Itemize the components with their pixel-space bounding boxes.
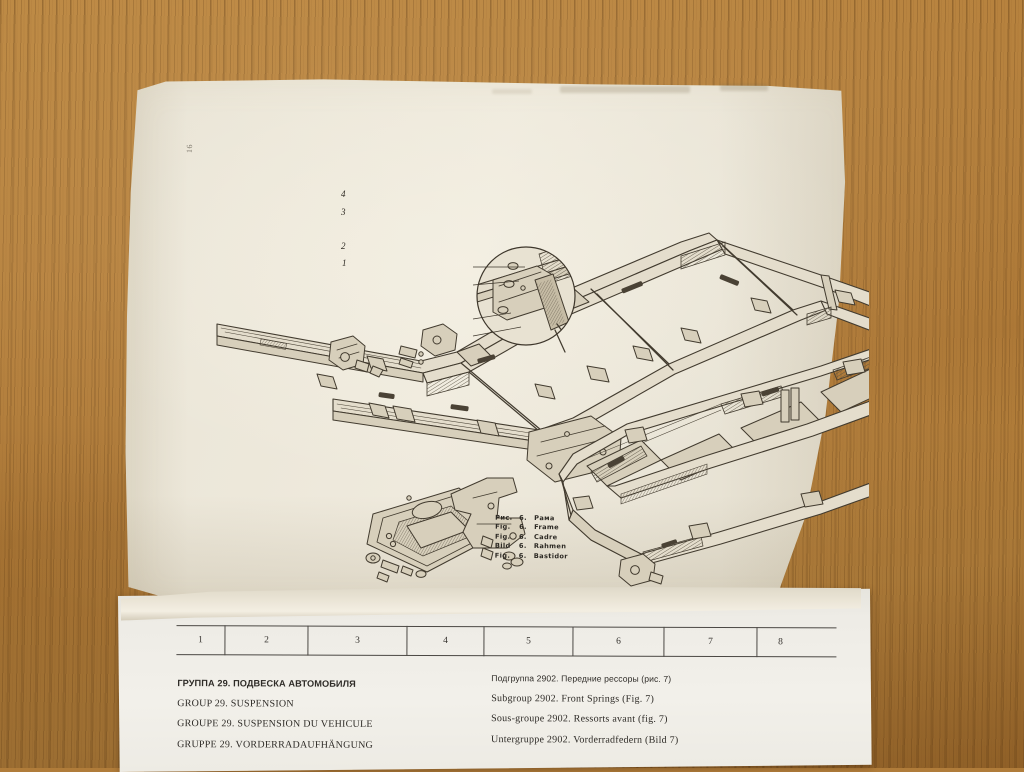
caption-figure-number: 6. xyxy=(518,542,527,551)
table-column-header: 7 xyxy=(664,626,758,658)
fastener-cluster-right xyxy=(480,535,524,570)
caption-title: Rahmen xyxy=(533,542,567,551)
caption-line: Fig. 6. Bastidor xyxy=(495,551,568,561)
upper-frame-assembly xyxy=(216,232,869,483)
caption-figure-number: 6. xyxy=(519,523,527,532)
callout-leaders xyxy=(472,266,525,337)
heading-line-ru: ГРУППА 29. ПОДВЕСКА АВТОМОБИЛЯ xyxy=(177,678,356,689)
caption-figure-number: 6. xyxy=(519,513,528,522)
caption-title: Bastidor xyxy=(533,551,568,561)
subgroup-heading-block: Подгруппа 2902. Передние рессоры (рис. 7… xyxy=(491,673,679,755)
caption-title: Рама xyxy=(534,514,555,523)
caption-label: Рис. xyxy=(495,513,513,522)
fastener-cluster-left xyxy=(365,552,427,583)
caption-title: Frame xyxy=(534,523,560,532)
heading-line-en: Subgroup 2902. Front Springs (Fig. 7) xyxy=(491,692,655,705)
caption-figure-number: 6. xyxy=(518,532,527,541)
lower-frame-assembly xyxy=(558,349,869,587)
gusset-bracket-part xyxy=(450,477,526,549)
table-column-header: 4 xyxy=(407,625,485,657)
bleed-through-smudge xyxy=(492,89,532,94)
table-column-header: 3 xyxy=(308,625,408,656)
frame-technical-drawing: .ln { fill:none; stroke:#423b2f; stroke-… xyxy=(121,74,869,614)
rear-shackle-casting xyxy=(618,553,664,587)
group-heading-block: ГРУППА 29. ПОДВЕСКА АВТОМОБИЛЯ GROUP 29. … xyxy=(177,678,373,760)
heading-line-de: Untergruppe 2902. Vorderradfedern (Bild … xyxy=(491,733,679,746)
heading-line-ru: Подгруппа 2902. Передние рессоры (рис. 7… xyxy=(491,673,672,684)
bleed-through-smudge xyxy=(560,86,690,93)
table-column-header: 6 xyxy=(573,626,665,657)
detached-parts-group xyxy=(365,477,526,583)
detached-bracket-parts xyxy=(398,323,458,369)
caption-label: Bild xyxy=(494,541,511,550)
frame-brackets-lower xyxy=(572,358,866,540)
table-column-header: 1 xyxy=(176,625,226,656)
table-column-header: 2 xyxy=(225,625,309,656)
bleed-through-smudge xyxy=(720,84,768,91)
heading-line-fr: GROUPE 29. SUSPENSION DU VEHICULE xyxy=(177,718,373,730)
table-column-header: 8 xyxy=(778,637,783,648)
caption-label: Fig. xyxy=(495,523,511,532)
caption-label: Fig. xyxy=(494,551,511,560)
heading-line-en: GROUP 29. SUSPENSION xyxy=(177,697,294,710)
heading-line-fr: Sous-groupe 2902. Ressorts avant (fig. 7… xyxy=(491,713,668,725)
caption-label: Fig. xyxy=(494,532,511,541)
table-column-header: 5 xyxy=(484,626,574,657)
frame-brackets-upper xyxy=(316,289,856,437)
detached-front-horn-parts xyxy=(328,335,384,378)
caption-figure-number: 6. xyxy=(518,551,527,560)
heading-line-de: GRUPPE 29. VORDERRADAUFHÄNGUNG xyxy=(177,738,374,751)
caption-title: Cadre xyxy=(533,532,558,542)
